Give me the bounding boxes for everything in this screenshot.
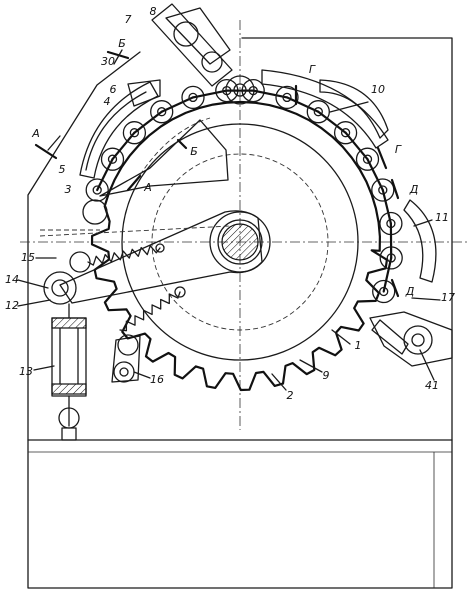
label-part-5: 5 xyxy=(59,163,66,176)
chain-plate xyxy=(96,158,114,192)
cylinder-13 xyxy=(51,303,87,441)
chain-plate xyxy=(133,110,163,134)
label-part-13: 13 xyxy=(19,365,33,378)
chain-plate xyxy=(366,158,384,192)
chain-roller-pin xyxy=(92,185,102,195)
roller-16 xyxy=(111,334,141,383)
springs xyxy=(87,243,186,332)
chain-links xyxy=(85,78,403,304)
label-section-g-right: Г xyxy=(395,143,402,156)
label-part-2: 2 xyxy=(287,389,294,402)
label-part-15: 15 xyxy=(21,251,35,264)
chain-plate xyxy=(160,96,195,113)
label-part-30: 30 xyxy=(101,55,115,68)
chain-plate xyxy=(285,96,320,113)
label-part-14: 14 xyxy=(5,273,19,286)
chain-roller xyxy=(150,100,174,124)
label-section-d-bottom: Д xyxy=(405,285,415,298)
label-part-3: 3 xyxy=(65,183,72,196)
pawl-body xyxy=(69,117,229,273)
chain-roller-pin xyxy=(340,128,351,138)
lower-right-arm xyxy=(369,311,453,367)
chain-roller xyxy=(181,85,205,110)
chain-roller xyxy=(372,279,396,304)
label-part-6: 6 xyxy=(110,83,117,96)
chain-roller-pin xyxy=(129,128,140,138)
label-part-8: 8 xyxy=(150,5,157,18)
label-part-1: 1 xyxy=(355,339,362,352)
label-part-41: 41 xyxy=(425,379,439,392)
label-part-12: 12 xyxy=(5,299,19,312)
housing-frame xyxy=(27,37,453,589)
chain-roller xyxy=(122,121,147,145)
chain-roller xyxy=(306,100,330,124)
chain-plate xyxy=(317,110,347,134)
chain-roller xyxy=(355,147,380,171)
chain-roller xyxy=(85,178,109,202)
chain-roller-pin xyxy=(157,107,167,117)
label-section-a-inner: А xyxy=(143,181,152,194)
chain-roller xyxy=(371,178,395,202)
label-part-16: 16 xyxy=(150,373,164,386)
label-section-b-top: Б xyxy=(118,37,126,50)
right-guide-shoe xyxy=(261,69,437,283)
label-part-11: 11 xyxy=(435,211,449,224)
part-labels: 8 7 Б 30 6 4 А 5 3 А Б Г 10 Г Д 11 Д 17 … xyxy=(5,5,455,402)
label-part-17: 17 xyxy=(441,291,455,304)
label-section-a-left: А xyxy=(31,127,40,140)
chain-plate xyxy=(381,188,392,225)
chain-roller-pin xyxy=(313,107,323,117)
chain-roller xyxy=(379,246,403,270)
chain-roller-pin xyxy=(107,154,118,164)
chain-plate xyxy=(252,89,289,99)
section-marks xyxy=(17,49,441,391)
chain-roller xyxy=(100,147,125,171)
label-section-d-top: Д xyxy=(409,183,419,196)
lever-arm xyxy=(39,210,263,305)
left-guide-shoe xyxy=(79,81,159,179)
chain-roller xyxy=(333,121,358,145)
chain-roller-pin xyxy=(362,154,373,164)
chain-roller-pin xyxy=(282,92,292,103)
chain-roller xyxy=(275,85,299,110)
chain-roller-pin xyxy=(379,286,389,297)
label-part-7: 7 xyxy=(125,13,132,26)
label-section-b-inner: Б xyxy=(190,145,198,158)
label-part-4: 4 xyxy=(104,95,111,108)
top-bracket xyxy=(151,3,255,105)
chain-plate xyxy=(382,256,393,293)
bracket-30 xyxy=(127,79,161,107)
chain-plate xyxy=(191,89,228,99)
chain-roller xyxy=(241,78,265,103)
sprocket-wheel xyxy=(90,100,388,392)
label-part-9: 9 xyxy=(323,369,330,382)
chain-plate xyxy=(111,131,136,161)
chain-plate xyxy=(344,131,369,161)
label-section-g-top: Г xyxy=(309,63,316,76)
label-part-10: 10 xyxy=(371,83,385,96)
